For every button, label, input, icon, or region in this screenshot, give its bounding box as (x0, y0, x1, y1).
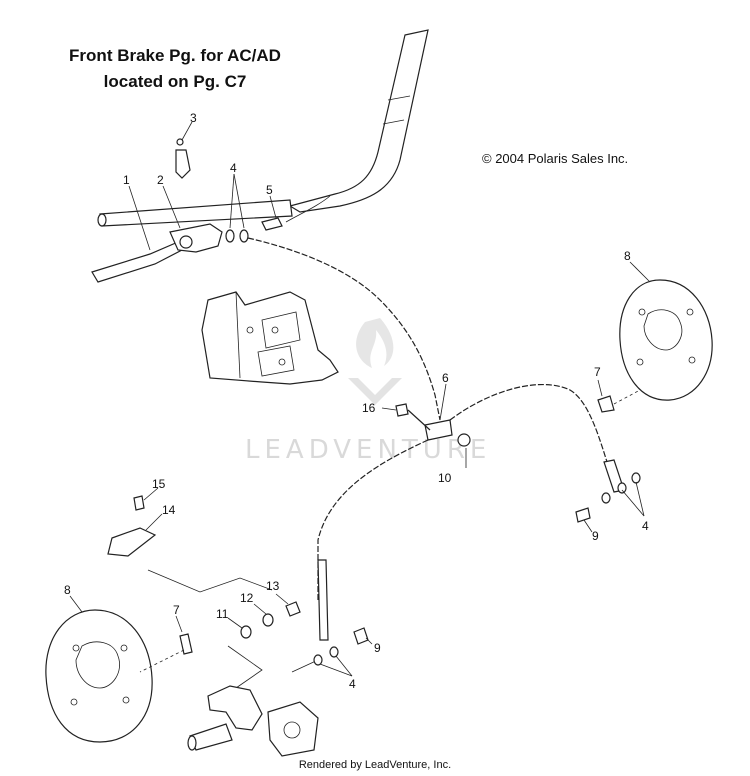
brake-lever (91, 138, 223, 283)
callout-14: 14 (162, 503, 176, 517)
junction-block (395, 403, 471, 447)
brake-line-lower (317, 439, 429, 600)
bolt-left (179, 633, 193, 655)
watermark-text: LEADVENTURE (245, 435, 491, 465)
callout-8-right: 8 (624, 249, 631, 263)
callout-11: 11 (216, 607, 229, 621)
callout-3: 3 (190, 111, 197, 125)
lower-washers (240, 601, 369, 666)
callout-2: 2 (157, 173, 164, 187)
callout-7-right: 7 (594, 365, 601, 379)
spindle-and-caliper (187, 685, 319, 757)
right-washers (575, 472, 641, 523)
callout-10: 10 (438, 471, 452, 485)
diagram-title-line2: located on Pg. C7 (103, 72, 247, 91)
callout-16: 16 (362, 401, 376, 415)
callout-1: 1 (123, 173, 130, 187)
callout-8-left: 8 (64, 583, 71, 597)
callout-6: 6 (442, 371, 449, 385)
brake-switch-wire (285, 195, 331, 223)
callout-15: 15 (152, 477, 166, 491)
handlebar (97, 29, 429, 227)
bolt-left-dash (139, 649, 185, 673)
brake-disc-left (45, 609, 153, 743)
callout-4-right: 4 (642, 519, 649, 533)
callout-7-left: 7 (173, 603, 180, 617)
chassis-frame (201, 291, 339, 385)
brake-line-lower-fitting (317, 559, 329, 641)
callout-4-lower: 4 (349, 677, 356, 691)
callout-5: 5 (266, 183, 273, 197)
callout-9-lower: 9 (374, 641, 381, 655)
brake-disc-right (619, 279, 713, 401)
copyright-text: © 2004 Polaris Sales Inc. (482, 151, 629, 166)
bolt-right-dash (613, 389, 641, 405)
callout-9-right: 9 (592, 529, 599, 543)
assembly-leader-lines (147, 569, 319, 689)
callout-numbers: 1 2 3 4 5 6 16 10 7 8 4 9 15 14 8 7 11 1… (64, 111, 649, 691)
lever-washers (225, 217, 283, 243)
bracket (107, 495, 157, 557)
callout-leaders (69, 121, 651, 677)
brake-line-right (449, 383, 613, 479)
callout-12: 12 (240, 591, 254, 605)
diagram-title-line1: Front Brake Pg. for AC/AD (69, 46, 281, 65)
callout-4-upper: 4 (230, 161, 237, 175)
brake-line-upper (247, 237, 441, 421)
callout-13: 13 (266, 579, 280, 593)
bolt-right (597, 395, 615, 413)
leadventure-watermark: LEADVENTURE (245, 318, 491, 465)
footer-credit: Rendered by LeadVenture, Inc. (298, 759, 452, 771)
